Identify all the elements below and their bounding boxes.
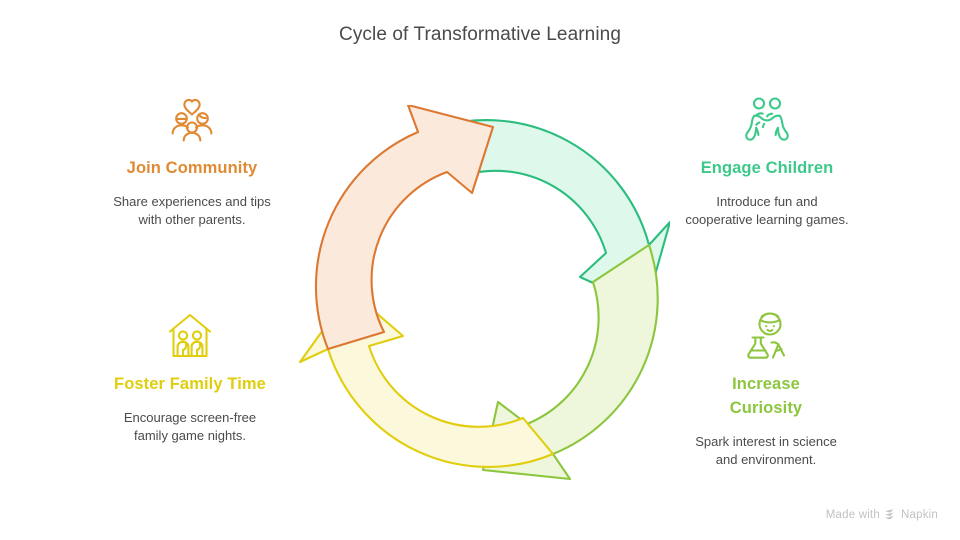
quadrant-description: Encourage screen-free family game nights… — [123, 409, 257, 443]
child-scientist-flask-icon — [661, 308, 871, 364]
quadrant-foster-family-time: Foster Family Time Encourage screen-free… — [85, 308, 295, 445]
quadrant-heading: Foster Family Time — [114, 375, 266, 393]
cycle-arrow-join-community — [314, 103, 495, 351]
napkin-logo-icon — [885, 509, 894, 520]
quadrant-heading: Increase Curiosity — [729, 375, 803, 417]
two-children-icon — [662, 92, 872, 148]
watermark-brand: Napkin — [901, 508, 938, 521]
watermark-prefix: Made with — [825, 508, 880, 521]
quadrant-description: Spark interest in science and environmen… — [695, 433, 837, 467]
cycle-diagram — [295, 103, 672, 485]
quadrant-description: Introduce fun and cooperative learning g… — [685, 193, 849, 227]
napkin-watermark: Made with Napkin — [826, 508, 938, 521]
quadrant-heading: Join Community — [126, 159, 258, 177]
quadrant-join-community: Join Community Share experiences and tip… — [87, 92, 297, 229]
community-heart-icon — [87, 92, 297, 148]
quadrant-increase-curiosity: Increase Curiosity Spark interest in sci… — [661, 308, 871, 469]
quadrant-heading: Engage Children — [700, 159, 834, 177]
quadrant-description: Share experiences and tips with other pa… — [113, 193, 271, 227]
family-house-icon — [85, 308, 295, 364]
quadrant-engage-children: Engage Children Introduce fun and cooper… — [662, 92, 872, 229]
page-title: Cycle of Transformative Learning — [339, 24, 621, 45]
cycle-arrow-increase-curiosity — [481, 243, 659, 481]
